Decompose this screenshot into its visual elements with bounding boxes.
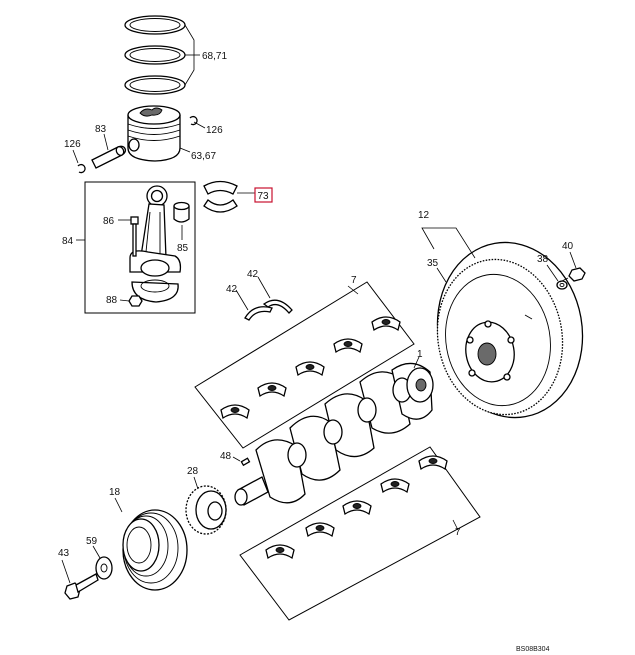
rod-bolt <box>118 216 139 257</box>
callout-ring-gear: 35 <box>427 258 439 269</box>
pulley-bolt <box>61 559 99 600</box>
connecting-rod-group-box <box>84 181 196 314</box>
callout-rod-bushing: 85 <box>177 243 189 254</box>
callout-pulley-washer: 59 <box>86 536 98 547</box>
callout-piston: 63,67 <box>191 151 216 162</box>
rod-bushing <box>173 201 190 240</box>
crank-key <box>232 456 251 467</box>
rod-nut <box>119 295 143 307</box>
pulley <box>114 497 188 591</box>
pulley-washer <box>92 545 113 580</box>
piston-rings <box>124 15 200 95</box>
callout-rod-nut: 88 <box>106 295 118 306</box>
main-bearings-lower-box <box>239 446 481 621</box>
callout-rod-bolt: 86 <box>103 216 115 227</box>
callout-pin-bearing: 73 <box>258 191 270 202</box>
callout-thrust-washer-lower: 42 <box>247 269 259 280</box>
callout-flywheel-bolt: 40 <box>562 241 574 252</box>
callout-pulley: 18 <box>109 487 121 498</box>
callout-key: 48 <box>220 451 232 462</box>
callout-crankshaft: 1 <box>417 349 423 360</box>
callout-rod-assembly: 84 <box>62 236 74 247</box>
piston-pin <box>91 133 126 169</box>
callout-main-bearings-upper: 7 <box>351 275 357 286</box>
crank-gear <box>185 476 227 535</box>
callout-snap-ring-right: 126 <box>206 125 223 136</box>
callout-snap-ring-left: 126 <box>64 139 81 150</box>
piston <box>127 105 191 162</box>
diagram-id: BS08B304 <box>516 646 550 653</box>
connecting-rod <box>129 185 182 303</box>
snap-ring-left <box>72 149 86 174</box>
main-bearing-shells-upper <box>220 316 401 420</box>
highlight-box <box>254 187 273 203</box>
callout-thrust-washer-upper: 42 <box>226 284 238 295</box>
thrust-washers <box>235 276 293 321</box>
callout-crank-gear: 28 <box>187 466 199 477</box>
callout-piston-pin: 83 <box>95 124 107 135</box>
flywheel-bolt <box>559 251 586 283</box>
main-bearings-upper-box <box>194 281 415 449</box>
pin-bearing-shells <box>203 180 255 213</box>
flywheel <box>436 241 584 419</box>
flywheel-washer <box>546 264 568 290</box>
callout-piston-rings: 68,71 <box>202 51 227 62</box>
callout-main-bearings-lower: 7 <box>455 527 461 538</box>
callout-pulley-bolt: 43 <box>58 548 70 559</box>
callout-flywheel-washer: 38 <box>537 254 549 265</box>
main-bearing-shells-lower <box>265 455 448 560</box>
snap-ring-right <box>189 115 206 129</box>
callout-flywheel-assembly: 12 <box>418 210 430 221</box>
crankshaft <box>234 356 434 506</box>
